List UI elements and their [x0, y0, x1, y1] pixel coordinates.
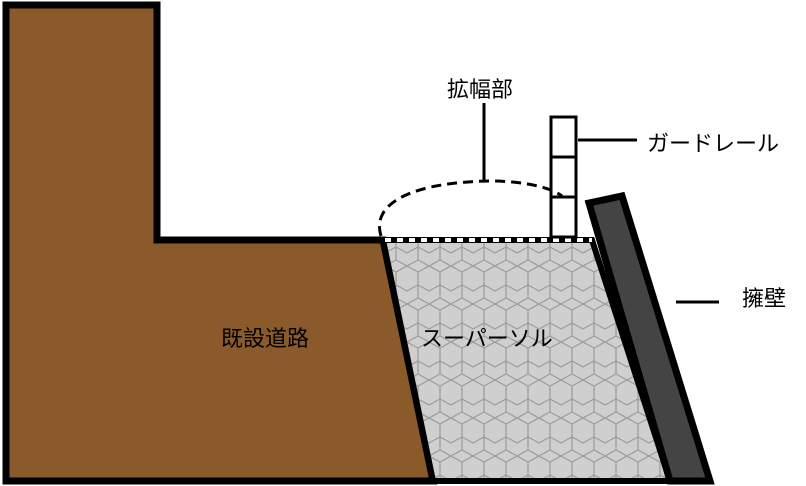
- retaining-wall-label: 擁壁: [742, 287, 786, 312]
- widening-label: 拡幅部: [447, 78, 513, 103]
- widening-dashed-arc: [378, 179, 563, 237]
- retaining-wall-shape: [584, 191, 715, 485]
- guardrail-post: [549, 115, 578, 239]
- existing-road-shape: [2, 1, 438, 485]
- super-soil-label: スーパーソル: [421, 327, 553, 352]
- guardrail-label: ガードレール: [647, 132, 779, 157]
- existing-road-label: 既設道路: [221, 327, 309, 352]
